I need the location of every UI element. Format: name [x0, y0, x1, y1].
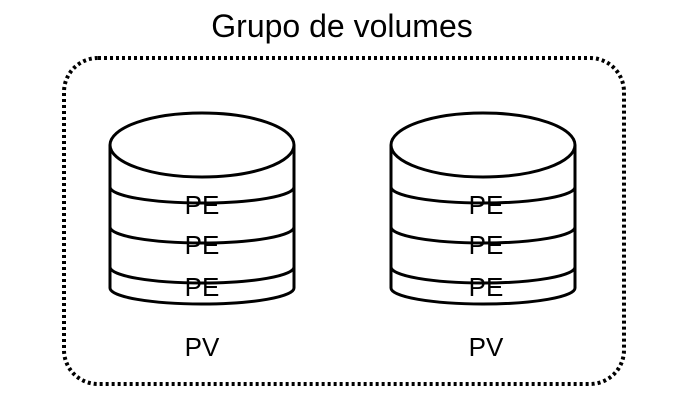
physical-volume-label: PV: [184, 332, 220, 362]
physical-volume-label: PV: [468, 332, 504, 362]
cylinder-1-body: [108, 145, 296, 306]
physical-extent-label: PE: [468, 230, 504, 260]
physical-volume-cylinder-1: [108, 111, 296, 306]
physical-extent-label: PE: [468, 272, 504, 302]
physical-extent-label: PE: [468, 190, 504, 220]
cylinder-1-divider-1: [108, 186, 296, 205]
cylinder-2-divider-3: [389, 266, 577, 285]
volume-group-border: [62, 56, 626, 386]
cylinder-2-divider-1: [389, 186, 577, 205]
physical-extent-label: PE: [184, 190, 220, 220]
physical-extent-label: PE: [184, 230, 220, 260]
cylinder-1-divider-2: [108, 226, 296, 245]
cylinder-2-top: [389, 111, 577, 179]
volume-group-title: Grupo de volumes: [211, 8, 473, 44]
cylinder-2-divider-2: [389, 226, 577, 245]
cylinder-1-top: [108, 111, 296, 179]
physical-extent-label: PE: [184, 272, 220, 302]
cylinder-2-body: [389, 145, 577, 306]
physical-volume-cylinder-2: [389, 111, 577, 306]
cylinder-1-divider-3: [108, 266, 296, 285]
